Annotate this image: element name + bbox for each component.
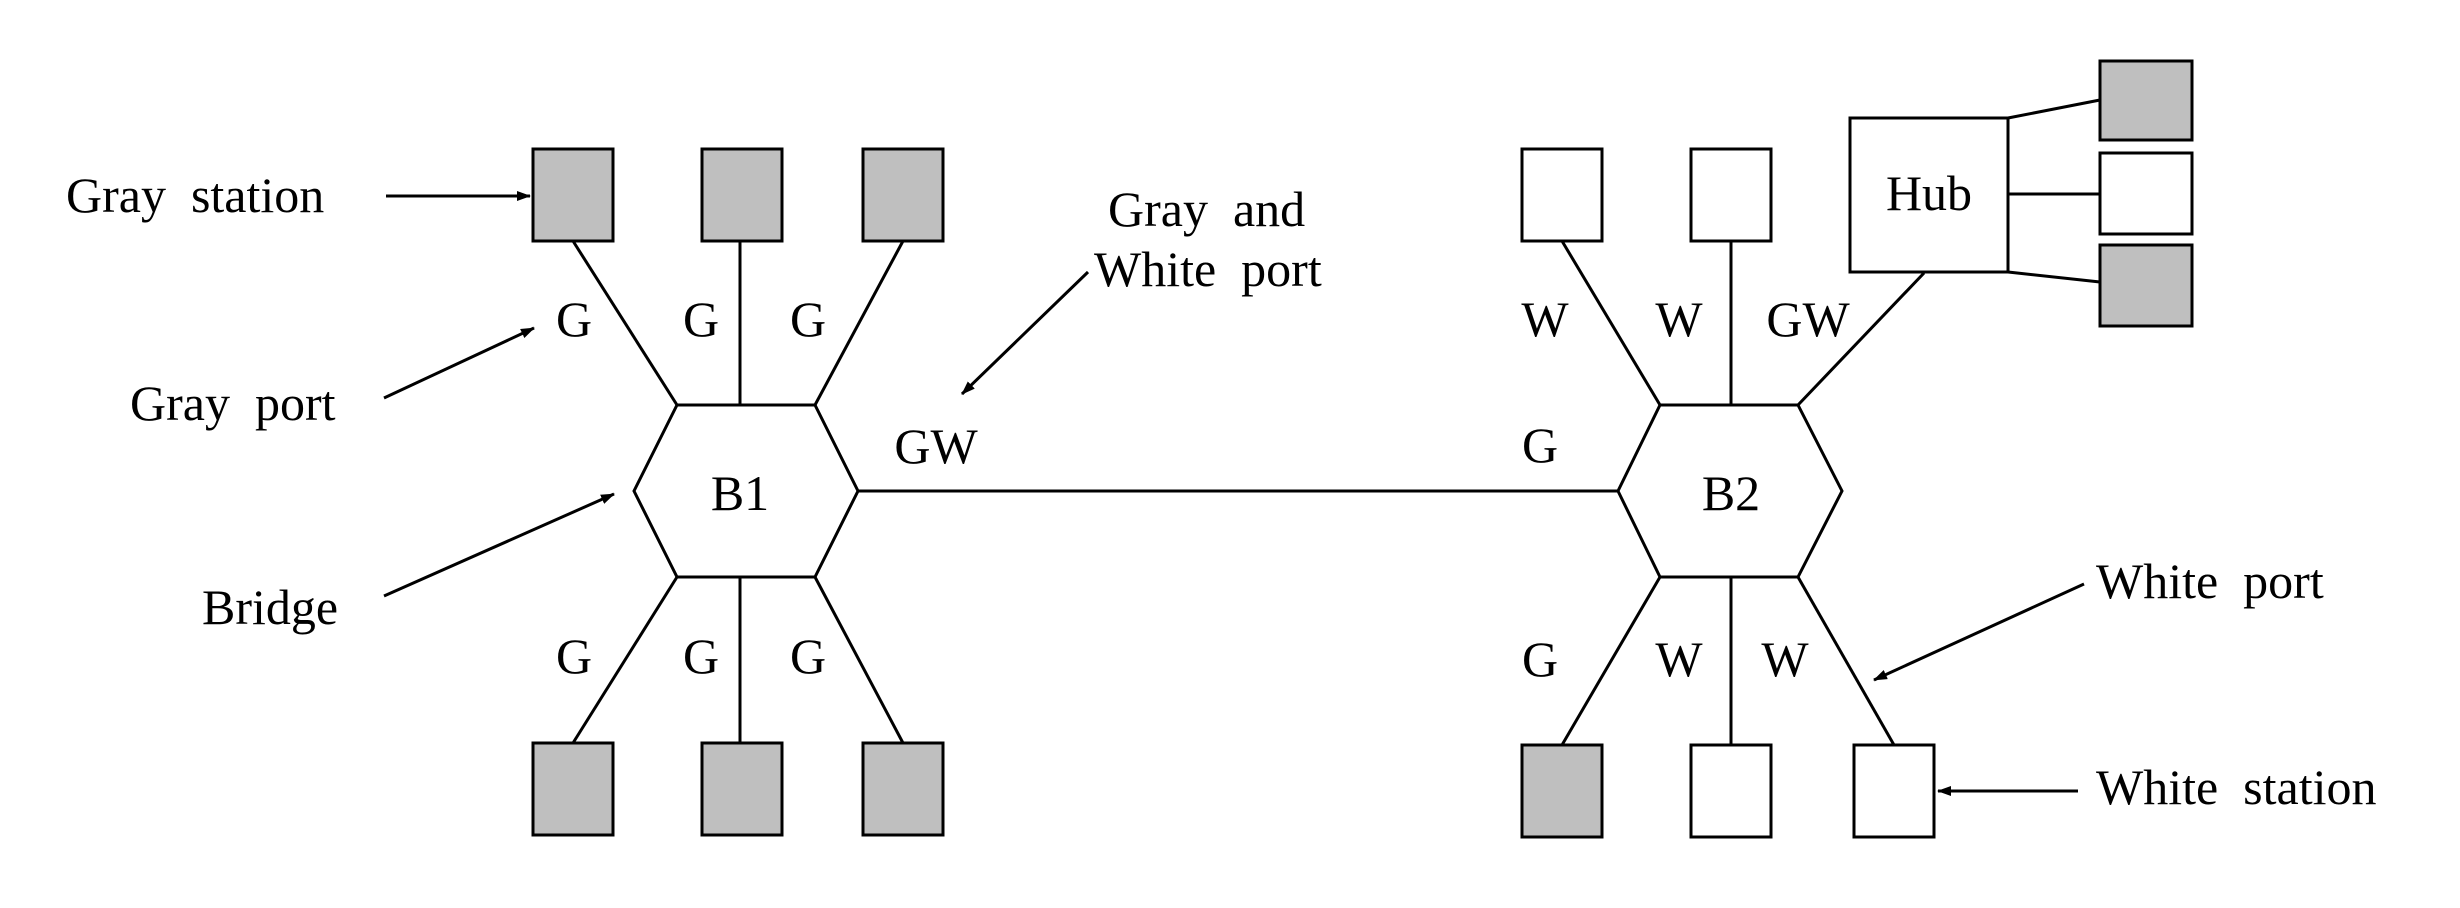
annotation-white-port: White port — [2096, 553, 2324, 609]
station-b2-bot-mid — [1689, 743, 1773, 839]
link-b2-bot-left — [1560, 576, 1662, 746]
station-hub-mid — [2098, 151, 2194, 236]
bridge-b1-label: B1 — [711, 465, 769, 521]
annotation-gray-white-port-line1: Gray and — [1108, 181, 1305, 237]
port-b1-bot-mid: G — [683, 628, 719, 684]
station-b2-top-mid — [1689, 147, 1773, 243]
station-b1-top-right — [861, 147, 945, 243]
port-b2-bot-left: G — [1522, 631, 1558, 687]
hub-label: Hub — [1886, 165, 1972, 221]
port-b1-bot-left: G — [556, 628, 592, 684]
link-b2-hub — [1796, 271, 1926, 407]
link-b1-top-right — [813, 240, 905, 406]
link-b1-top-left — [571, 240, 679, 406]
link-b2-top-left — [1560, 240, 1662, 406]
arrow-gray-white-port — [960, 270, 1090, 396]
link-hub-top — [2007, 98, 2101, 120]
arrow-bridge — [383, 492, 615, 598]
bridge-b2-label: B2 — [1702, 465, 1760, 521]
port-b2-bot-mid: W — [1655, 631, 1703, 687]
annotation-white-station: White station — [2096, 759, 2377, 815]
station-b1-bot-mid — [700, 741, 784, 837]
port-b1-bot-right: G — [790, 628, 826, 684]
station-b1-bot-right — [861, 741, 945, 837]
arrow-gray-port — [383, 326, 535, 400]
port-b1-link: GW — [894, 418, 978, 474]
annotation-gray-white-port-line2: White port — [1094, 241, 1322, 297]
link-b2-bot-right — [1796, 576, 1896, 746]
port-b2-top-right: GW — [1766, 291, 1850, 347]
station-b1-top-mid — [700, 147, 784, 243]
station-b1-bot-left — [531, 741, 615, 837]
station-b2-top-left — [1520, 147, 1604, 243]
bridge-b2 — [1616, 403, 1844, 579]
port-b2-top-left: W — [1521, 291, 1569, 347]
station-b2-bot-left — [1520, 743, 1604, 839]
station-hub-top — [2098, 59, 2194, 142]
bridge-b1 — [632, 403, 860, 579]
port-b1-top-right: G — [790, 291, 826, 347]
hub — [1848, 116, 2010, 274]
port-b1-top-mid: G — [683, 291, 719, 347]
link-b1-bot-left — [571, 576, 679, 744]
annotation-gray-station: Gray station — [66, 167, 324, 223]
port-b2-top-mid: W — [1655, 291, 1703, 347]
link-b1-bot-right — [813, 576, 905, 744]
port-b2-bot-right: W — [1761, 631, 1809, 687]
link-hub-bot — [2007, 270, 2101, 284]
station-hub-bot — [2098, 243, 2194, 328]
annotation-bridge: Bridge — [202, 579, 338, 635]
port-b1-top-left: G — [556, 291, 592, 347]
arrow-white-port — [1873, 582, 2085, 682]
port-b2-link: G — [1522, 417, 1558, 473]
station-b2-bot-right — [1852, 743, 1936, 839]
station-b1-top-left — [531, 147, 615, 243]
annotation-gray-port: Gray port — [130, 375, 336, 431]
